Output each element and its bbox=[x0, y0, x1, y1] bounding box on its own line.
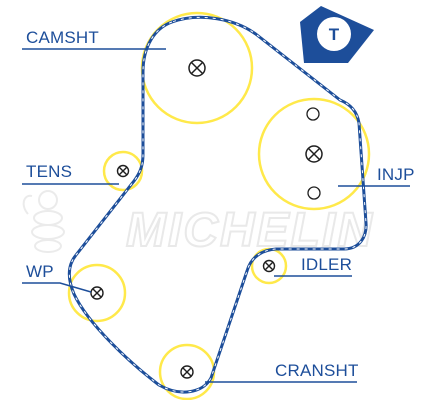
water-pump-center-icon bbox=[90, 286, 104, 300]
water-pump-pulley bbox=[67, 263, 127, 323]
tensioner-pulley bbox=[102, 150, 144, 192]
timing-badge: T bbox=[300, 6, 374, 63]
cransht-label: CRANSHT bbox=[275, 361, 359, 380]
camshaft-center-icon bbox=[188, 59, 206, 77]
wp-leader-line bbox=[22, 282, 92, 293]
timing-badge-letter: T bbox=[329, 25, 340, 44]
crankshaft-center-icon bbox=[180, 365, 194, 379]
michelin-watermark: MICHELIN bbox=[22, 190, 373, 258]
tens-label: TENS bbox=[26, 162, 72, 181]
idler-label: IDLER bbox=[301, 255, 352, 274]
injection-pump-pulley bbox=[257, 97, 371, 211]
injection-pump-bolt-bottom-icon bbox=[307, 186, 321, 200]
idler-center-icon bbox=[262, 259, 276, 273]
injection-pump-bolt-top-icon bbox=[306, 107, 320, 121]
injp-label: INJP bbox=[377, 165, 415, 184]
camsht-label: CAMSHT bbox=[26, 28, 99, 47]
wp-label: WP bbox=[26, 262, 54, 281]
tensioner-center-icon bbox=[116, 164, 130, 178]
injection-pump-center-icon bbox=[305, 145, 323, 163]
leader-lines bbox=[22, 48, 410, 383]
timing-belt bbox=[67, 15, 368, 394]
michelin-man-icon bbox=[22, 190, 65, 253]
